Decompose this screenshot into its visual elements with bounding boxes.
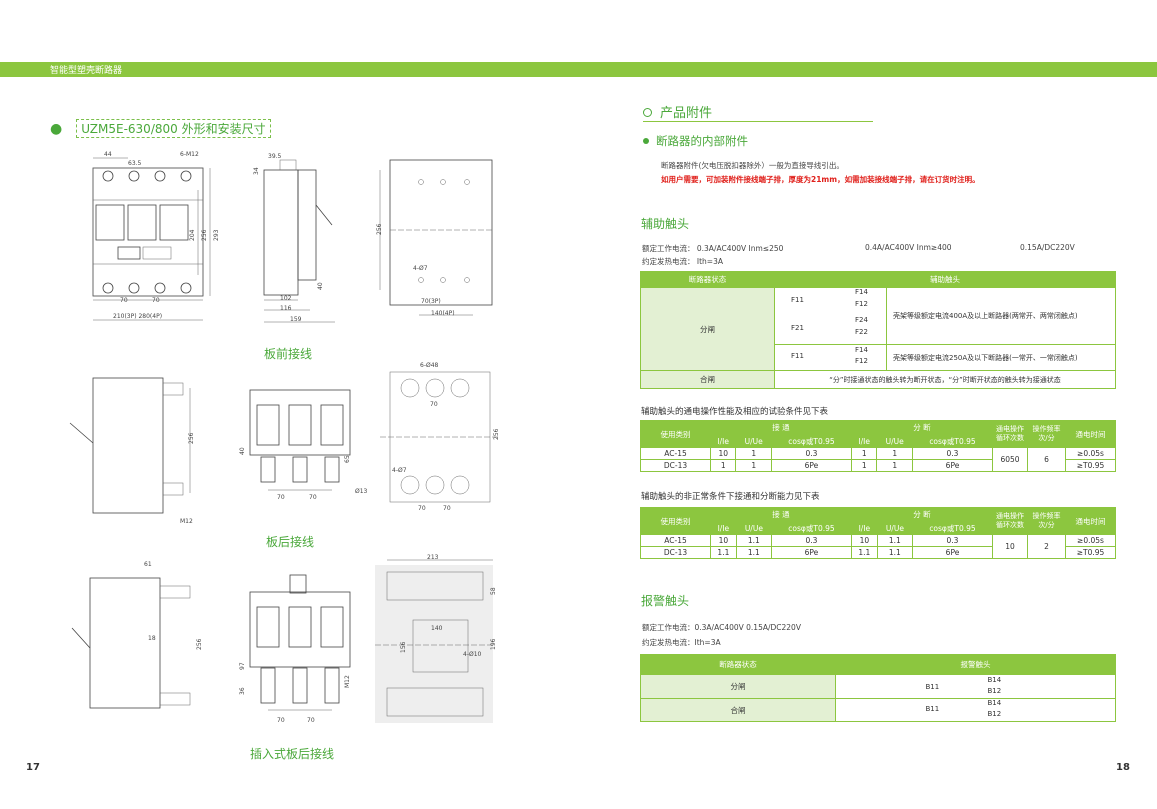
- svg-text:39.5: 39.5: [268, 153, 282, 160]
- svg-text:44: 44: [104, 151, 112, 158]
- svg-text:40: 40: [317, 282, 324, 290]
- aux-rated-current-2: 0.4A/AC400V Inm≥400: [865, 243, 952, 252]
- svg-text:156: 156: [400, 641, 407, 653]
- alarm-diagram-closed: B11 B14 B12: [835, 698, 1116, 722]
- svg-text:18: 18: [148, 635, 156, 642]
- desc-250a: 壳架等级额定电流250A及以下断路器(一常开、一常闭触点): [886, 344, 1116, 371]
- svg-text:210(3P) 280(4P): 210(3P) 280(4P): [113, 313, 162, 320]
- contact-diagram-4pole: F11 F14 F12 F21 F24 F22: [774, 287, 887, 345]
- svg-text:70: 70: [443, 505, 451, 512]
- alarm-contact-title: 报警触头: [641, 594, 690, 608]
- heading-underline: [643, 121, 873, 122]
- svg-text:4-Ø7: 4-Ø7: [392, 467, 407, 474]
- plugin-front-drawing: 97 36 M12 70 70: [239, 574, 351, 724]
- svg-text:65: 65: [344, 455, 351, 463]
- svg-text:70: 70: [418, 505, 426, 512]
- alarm-thermal-current: 约定发热电流：Ith=3A: [642, 638, 721, 647]
- col-aux-contact: 辅助触头: [774, 271, 1116, 288]
- section-title-text: UZM5E-630/800 外形和安装尺寸: [76, 119, 271, 138]
- svg-text:4-Ø10: 4-Ø10: [463, 651, 482, 658]
- caption-rear-wiring: 板后接线: [266, 535, 315, 549]
- svg-text:256: 256: [201, 229, 208, 241]
- mounting-plate-drawing: 256 4-Ø7 70(3P) 140(4P): [376, 159, 493, 317]
- svg-text:34: 34: [253, 167, 260, 175]
- svg-text:70: 70: [309, 494, 317, 501]
- svg-text:40: 40: [239, 447, 246, 455]
- svg-text:204: 204: [189, 229, 196, 241]
- svg-text:70: 70: [277, 717, 285, 724]
- svg-text:116: 116: [280, 305, 292, 312]
- svg-text:4-Ø7: 4-Ø7: [413, 265, 428, 272]
- note-wiring: 断路器附件(欠电压脱扣器除外）一般为直接导线引出。: [661, 161, 844, 170]
- caption-front-wiring: 板前接线: [264, 347, 313, 361]
- alarm-rated-current: 额定工作电流：0.3A/AC400V 0.15A/DC220V: [642, 623, 801, 632]
- subheading-internal: 断路器的内部附件: [643, 133, 748, 149]
- side-view-drawing: 39.5 34 40 102 116 159: [253, 153, 335, 323]
- band-title: 智能型塑壳断路器: [50, 66, 123, 76]
- plugin-side-drawing: 61 18 256: [71, 561, 203, 709]
- svg-text:70: 70: [120, 297, 128, 304]
- header-band: 智能型塑壳断路器: [0, 62, 1157, 77]
- contact-diagram-2pole: F11 F14 F12: [774, 344, 887, 371]
- svg-text:70(3P): 70(3P): [421, 298, 441, 305]
- svg-text:6-M12: 6-M12: [180, 151, 199, 158]
- rear-front-drawing: 40 65 70 70 Ø13: [239, 389, 368, 501]
- svg-text:M12: M12: [180, 518, 193, 525]
- state-closed: 合闸: [640, 370, 775, 389]
- svg-text:6-Ø48: 6-Ø48: [420, 362, 439, 369]
- svg-text:M12: M12: [344, 675, 351, 688]
- perf-title-2: 辅助触头的非正常条件下接通和分断能力见下表: [641, 492, 820, 502]
- alarm-state-closed: 合闸: [640, 698, 836, 722]
- col-breaker-state: 断路器状态: [640, 271, 775, 288]
- perf-title-1: 辅助触头的通电操作性能及相应的试验条件见下表: [641, 407, 829, 417]
- aux-rated-current-1: 额定工作电流： 0.3A/AC400V Inm≤250: [642, 244, 784, 253]
- state-open: 分闸: [640, 287, 775, 371]
- svg-text:Ø13: Ø13: [355, 488, 368, 495]
- svg-text:36: 36: [239, 687, 246, 695]
- aux-contact-table: 断路器状态 辅助触头 分闸 F11 F14 F12 F21 F24 F22 壳架…: [640, 271, 1116, 389]
- svg-text:70: 70: [307, 717, 315, 724]
- svg-text:213: 213: [427, 554, 439, 561]
- page-number-left: 17: [26, 762, 40, 773]
- page-number-right: 18: [1116, 762, 1130, 773]
- svg-text:256: 256: [196, 638, 203, 650]
- note-terminal-block: 如用户需要，可加装附件接线端子排，厚度为21mm，如需加装接线端子排，请在订货时…: [661, 175, 980, 184]
- bullet-icon: ●: [50, 120, 63, 137]
- perf-table-1: 使用类别 接 通 分 断 通电操作循环次数 操作频率次/分 通电时间 I/Ie …: [640, 420, 1116, 472]
- svg-text:293: 293: [213, 229, 220, 241]
- svg-text:70: 70: [277, 494, 285, 501]
- svg-text:58: 58: [490, 587, 497, 595]
- alarm-state-open: 分闸: [640, 674, 836, 699]
- svg-text:256: 256: [376, 223, 383, 235]
- svg-text:140: 140: [431, 625, 443, 632]
- rear-side-drawing: 256 M12: [69, 377, 195, 525]
- perf-table-2: 使用类别 接 通 分 断 通电操作循环次数 操作频率次/分 通电时间 I/Ie …: [640, 507, 1116, 559]
- svg-text:159: 159: [290, 316, 302, 323]
- svg-text:196: 196: [490, 638, 497, 650]
- svg-text:256: 256: [493, 428, 500, 440]
- closed-desc: “分”时接通状态的触头转为断开状态，“分”时断开状态的触头转为接通状态: [774, 370, 1116, 389]
- alarm-diagram-open: B11 B14 B12: [835, 674, 1116, 699]
- svg-text:102: 102: [280, 295, 292, 302]
- desc-400a: 壳架等级额定电流400A及以上断路器(两常开、两常闭触点): [886, 287, 1116, 345]
- front-view-drawing: 44 6-M12 63.5 70 70 210(3P) 280(4P) 204 …: [92, 151, 220, 321]
- svg-text:70: 70: [152, 297, 160, 304]
- plugin-plate-drawing: 213 58 140 156 196 4-Ø10: [375, 554, 497, 723]
- bullet-icon: [643, 138, 649, 144]
- aux-rated-current-3: 0.15A/DC220V: [1020, 243, 1075, 252]
- svg-text:70: 70: [430, 401, 438, 408]
- section-title: ● UZM5E-630/800 外形和安装尺寸: [50, 119, 271, 138]
- aux-contact-title: 辅助触头: [641, 217, 690, 231]
- rear-plate-drawing: 6-Ø48 256 4-Ø7 70 70 70: [380, 362, 500, 512]
- caption-plugin-wiring: 插入式板后接线: [250, 747, 335, 761]
- svg-text:256: 256: [188, 432, 195, 444]
- circle-icon: [643, 108, 652, 117]
- svg-text:140(4P): 140(4P): [431, 310, 455, 317]
- svg-text:63.5: 63.5: [128, 160, 142, 167]
- alarm-contact-table: 断路器状态 报警触头 分闸 B11 B14 B12 合闸 B11 B14 B12: [640, 654, 1116, 722]
- heading-accessories: 产品附件: [643, 102, 712, 121]
- aux-thermal-current: 约定发热电流： Ith=3A: [642, 257, 723, 266]
- svg-text:97: 97: [239, 662, 246, 670]
- svg-text:61: 61: [144, 561, 152, 568]
